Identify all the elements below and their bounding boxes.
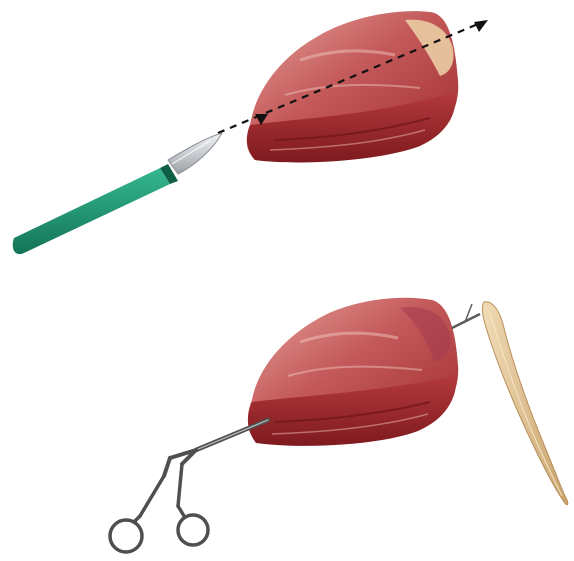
meat-block-icon: [247, 11, 459, 162]
extraction-panel: [0, 280, 574, 561]
forceps-icon: [110, 420, 268, 552]
incision-scene: [0, 0, 574, 280]
meat-block-icon: [248, 298, 458, 446]
scalpel-icon: [13, 133, 222, 254]
extraction-scene: [0, 280, 574, 561]
probe-tip-icon: [452, 304, 480, 328]
incision-panel: [0, 0, 574, 280]
extracted-tissue-icon: [482, 302, 567, 505]
